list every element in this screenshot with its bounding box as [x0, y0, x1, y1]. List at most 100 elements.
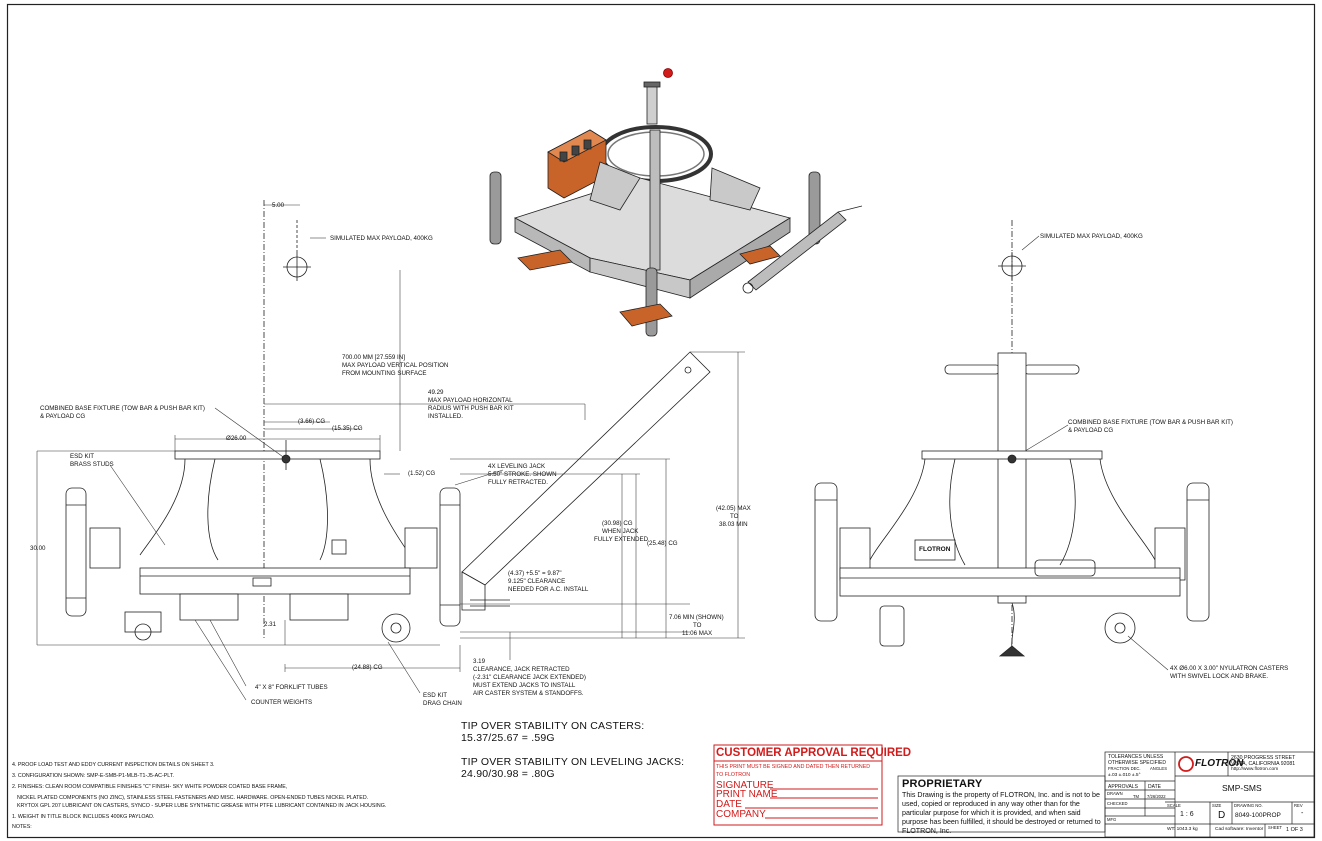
- counter-weights-callout: COUNTER WEIGHTS: [251, 699, 313, 706]
- proprietary-title: PROPRIETARY: [902, 778, 983, 790]
- esd-chain-line1: ESD KIT: [423, 692, 448, 699]
- dim-4929-label: 49.29: [428, 389, 444, 396]
- tb-address2: VISTA, CALIFORNIA 92081: [1231, 761, 1296, 767]
- proprietary-body: This Drawing is the property of FLOTRON,…: [902, 791, 1101, 835]
- dim-319-line2: CLEARANCE, JACK RETRACTED: [473, 666, 570, 673]
- dim-2488-label: (24.88) CG: [352, 664, 383, 671]
- tb-angles: ANGLES: [1150, 766, 1167, 771]
- cg-152-label: (1.52) CG: [408, 470, 436, 477]
- combined-right-line1: COMBINED BASE FIXTURE (TOW BAR & PUSH BA…: [1068, 419, 1233, 426]
- dim-2548-label: (25.48) CG: [647, 540, 678, 547]
- tb-sheet-header: SHEET: [1268, 825, 1282, 830]
- cg-366-label: (3.66) CG: [298, 418, 326, 425]
- tb-drawing-no: 8049-100PROP: [1235, 812, 1281, 819]
- dim-5-label: 5.00: [272, 202, 285, 209]
- clear-line1: (4.37) +5.5" = 9.87": [508, 570, 562, 577]
- combined-left-line1: COMBINED BASE FIXTURE (TOW BAR & PUSH BA…: [40, 405, 205, 412]
- approval-sub2: TO FLOTRON: [716, 772, 751, 778]
- clear-line3: NEEDED FOR A.C. INSTALL: [508, 586, 589, 593]
- front-view: [814, 220, 1210, 657]
- dim-706-line1: 7.06 MIN (SHOWN): [669, 614, 724, 621]
- front-nameplate: FLOTRON: [919, 546, 951, 553]
- side-view: [65, 200, 711, 643]
- tb-size-header: SIZE: [1212, 803, 1222, 808]
- forklift-callout: 4" X 8" FORKLIFT TUBES: [255, 684, 328, 691]
- cg-1535-label: (15.35) CG: [332, 425, 363, 432]
- casters-line1: 4X Ø6.00 X 3.00" NYULATRON CASTERS: [1170, 665, 1289, 672]
- title-block-lines: [897, 751, 1315, 838]
- stability-jacks-title: TIP OVER STABILITY ON LEVELING JACKS:: [461, 756, 685, 768]
- note-1: 1. WEIGHT IN TITLE BLOCK INCLUDES 400KG …: [12, 814, 155, 820]
- tb-company-logo-text: FLOTRON: [1195, 758, 1244, 769]
- tb-tol-line1: TOLERANCES UNLESS: [1108, 754, 1164, 760]
- note-2a: 2. FINISHES: CLEAN ROOM COMPATIBLE FINIS…: [12, 784, 288, 790]
- dim-319-line3: (-2.31" CLEARANCE JACK EXTENDED): [473, 674, 586, 681]
- dim-4205-line2: TO: [730, 513, 739, 520]
- dim-700-label: 700.00 mm [27.559 in]: [342, 354, 405, 361]
- dim-4205-line3: 38.03 MIN: [719, 521, 748, 528]
- tb-rev-header: REV: [1294, 803, 1303, 808]
- approval-date: DATE: [716, 799, 742, 810]
- dim-3098-line3: FULLY EXTENDED: [594, 536, 649, 543]
- dim-319-line5: AIR CASTER SYSTEM & STANDOFFS.: [473, 690, 584, 697]
- tb-approvals: APPROVALS: [1108, 784, 1138, 790]
- note-2b: NICKEL PLATED COMPONENTS (NO ZINC), STAI…: [17, 795, 369, 801]
- tb-cad: Cad software: Inventor: [1215, 827, 1264, 832]
- casters-line2: WITH SWIVEL LOCK AND BRAKE.: [1170, 673, 1269, 680]
- dim-3098-line1: (30.98) CG: [602, 520, 633, 527]
- tb-scale: 1 : 6: [1180, 811, 1194, 818]
- dim-700-line3: FROM MOUNTING SURFACE: [342, 370, 427, 377]
- tb-drawing-no-header: DRAWING NO.: [1234, 803, 1263, 808]
- tb-mfg: MFG: [1107, 817, 1117, 822]
- approval-company: COMPANY: [716, 809, 766, 820]
- dim-319-line4: MUST EXTEND JACKS TO INSTALL: [473, 682, 576, 689]
- note-2c: KRYTOX GPL 207 LUBRICANT ON CASTERS, SYN…: [17, 803, 387, 809]
- tb-drawn-date: 7/26/2022: [1147, 794, 1166, 799]
- payload-right-callout: SIMULATED MAX PAYLOAD, 400KG: [1040, 233, 1143, 240]
- tb-tol-values: ±.03 ±.010 ±.5°: [1108, 773, 1141, 778]
- dim-700-line2: MAX PAYLOAD VERTICAL POSITION: [342, 362, 449, 369]
- stability-jacks-value: 24.90/30.98 = .80G: [461, 768, 555, 780]
- approval-signature: SIGNATURE: [716, 780, 774, 791]
- dia-26-label: Ø26.00: [226, 435, 247, 442]
- approval-box-lines: [713, 744, 883, 826]
- notes-header: NOTES:: [12, 824, 32, 830]
- approval-sub1: THIS PRINT MUST BE SIGNED AND DATED THEN…: [716, 764, 871, 770]
- note-3: 3. CONFIGURATION SHOWN: SMP-E-SMB-P1-MLB…: [12, 773, 174, 779]
- tb-address1: 2630 PROGRESS STREET: [1231, 755, 1296, 761]
- combined-right-line2: & PAYLOAD CG: [1068, 427, 1114, 434]
- red-knob: [663, 68, 673, 78]
- dim-231-label: 2.31: [264, 621, 277, 628]
- tb-fraction: FRACTION DEC.: [1108, 766, 1141, 771]
- esd-studs-line2: BRASS STUDS: [70, 461, 114, 468]
- jack-line3: FULLY RETRACTED.: [488, 479, 548, 486]
- combined-left-line2: & PAYLOAD CG: [40, 413, 86, 420]
- tb-scale-header: SCALE: [1167, 803, 1181, 808]
- tb-date-header: DATE: [1148, 784, 1161, 790]
- dim-706-line3: 11.06 MAX: [682, 630, 713, 637]
- flotron-logo: [1178, 756, 1194, 772]
- note-4: 4. PROOF LOAD TEST AND EDDY CURRENT INSP…: [12, 762, 215, 768]
- isometric-view: [489, 68, 863, 337]
- tb-rev: -: [1301, 810, 1304, 817]
- payload-left-callout: SIMULATED MAX PAYLOAD, 400KG: [330, 235, 433, 242]
- dim-30-label: 30.00: [30, 545, 46, 552]
- tb-website: http://www.flotron.com: [1231, 767, 1279, 772]
- tb-checked: CHECKED: [1107, 801, 1128, 806]
- tb-part-name: SMP-SMS: [1222, 783, 1262, 793]
- tb-drawn-by: TM: [1133, 794, 1140, 799]
- clear-line2: 9.125" CLEARANCE: [508, 578, 566, 585]
- tb-sheet: 1 OF 3: [1286, 827, 1303, 833]
- jack-line2: 5.50" STROKE. SHOWN: [488, 471, 557, 478]
- esd-studs-line1: ESD KIT: [70, 453, 95, 460]
- dimension-lines: [36, 204, 1169, 701]
- approval-print-name: PRINT NAME: [716, 789, 778, 800]
- sheet-border: [6, 3, 1316, 839]
- tb-weight: WT: 1043.3 kg: [1167, 827, 1198, 832]
- jack-line1: 4X LEVELING JACK: [488, 463, 546, 470]
- dim-4929-line2: MAX PAYLOAD HORIZONTAL: [428, 397, 513, 404]
- dim-706-line2: TO: [693, 622, 702, 629]
- tb-tol-line2: OTHERWISE SPECIFIED: [1108, 760, 1166, 766]
